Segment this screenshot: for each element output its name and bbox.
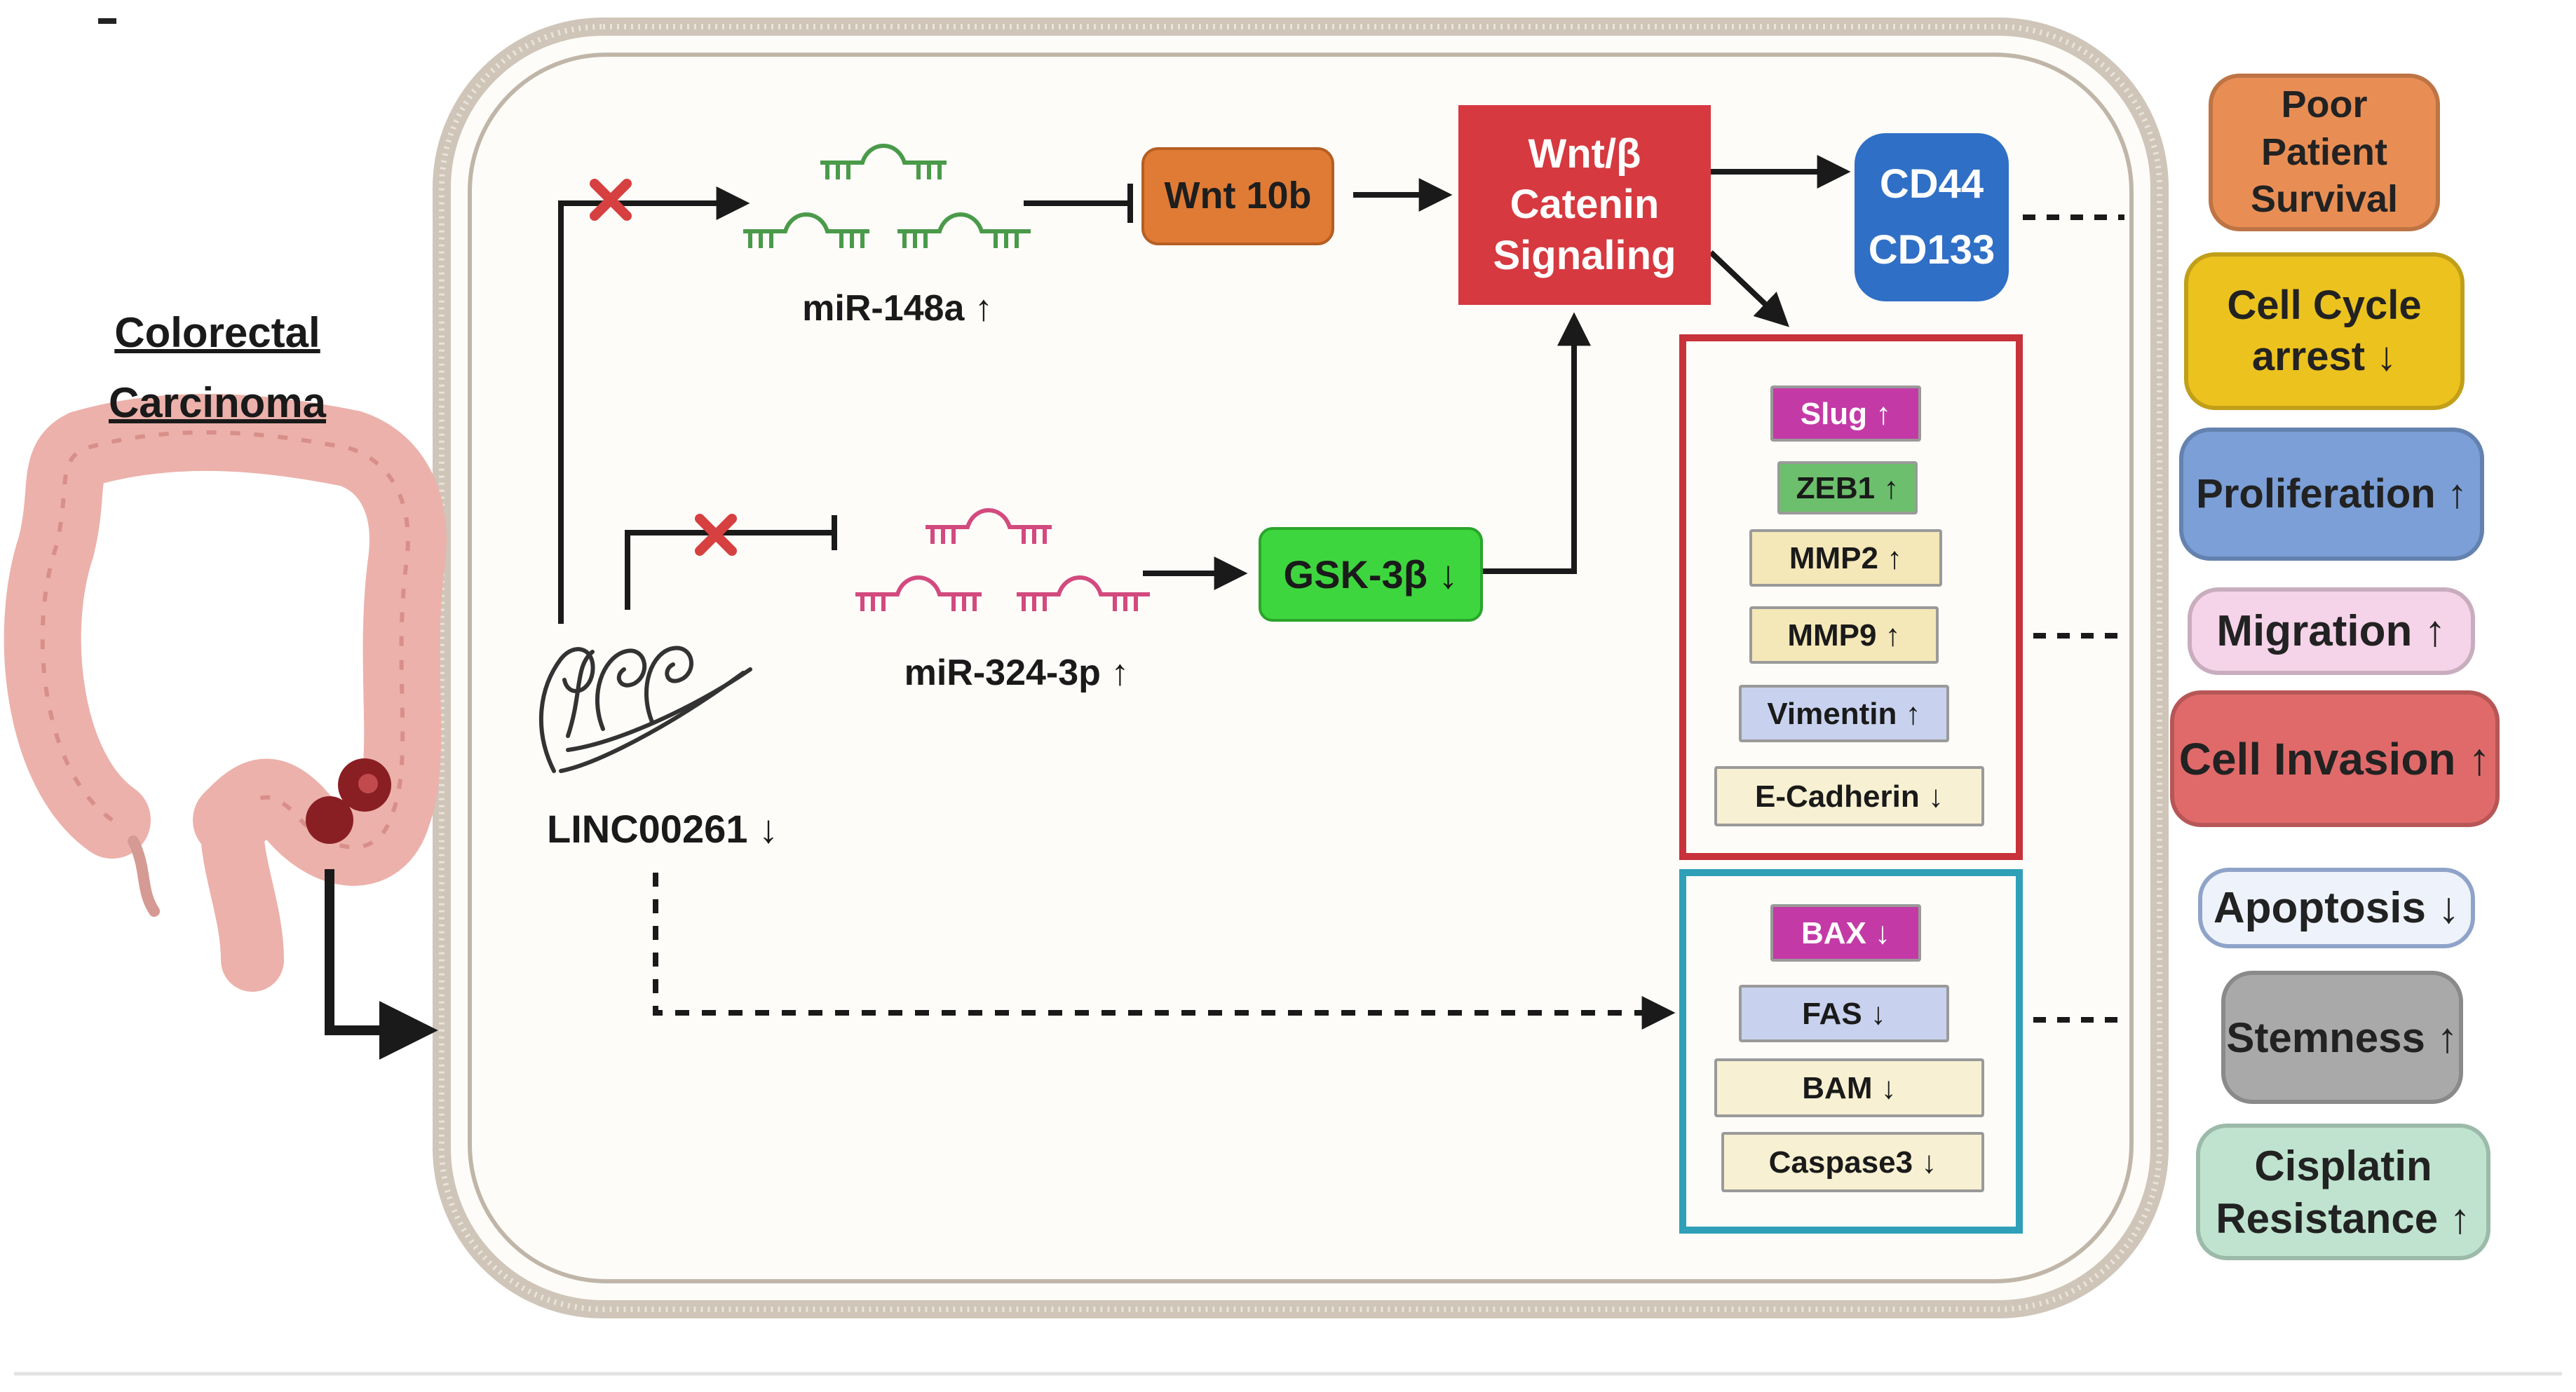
lncrna-to-mir148a-arrow xyxy=(558,186,750,624)
signaling-to-emt-arrow xyxy=(1709,250,1789,327)
mir148a-glyph xyxy=(743,144,1031,248)
inhibit-x-mir148a xyxy=(590,179,632,221)
outcome-cisplatin-resistance: Cisplatin Resistance ↑ xyxy=(2196,1124,2490,1260)
gsk3b-to-signaling-arrow xyxy=(1479,312,1591,574)
outcome-cell-cycle-line2: arrest ↓ xyxy=(2251,333,2397,379)
outcome-cell-cycle-line1: Cell Cycle xyxy=(2227,282,2422,328)
lncrna-to-apoptosis-dashed-arrow xyxy=(653,873,1676,1030)
outcome-poor-survival-line1: Poor Patient xyxy=(2260,83,2388,173)
cell-membrane xyxy=(433,18,2169,1318)
lncrna-structure xyxy=(538,646,752,773)
emt-marker-mmp2: MMP2 ↑ xyxy=(1749,529,1942,587)
gsk3b-node: GSK-3β ↓ xyxy=(1259,527,1483,622)
outcome-proliferation: Proliferation ↑ xyxy=(2179,428,2484,561)
wnt10b-node: Wnt 10b xyxy=(1141,147,1334,245)
apoptosis-marker-bax: BAX ↓ xyxy=(1770,904,1921,962)
wnt-signaling-line2: Catenin xyxy=(1510,182,1660,228)
mir324-glyph xyxy=(855,508,1150,611)
wnt-signaling-line3: Signaling xyxy=(1493,232,1676,278)
outcome-migration: Migration ↑ xyxy=(2188,587,2475,675)
outcome-apoptosis: Apoptosis ↓ xyxy=(2198,868,2475,948)
cd133-label: CD133 xyxy=(1868,227,1995,273)
apoptosis-marker-fas: FAS ↓ xyxy=(1739,985,1949,1042)
emt-marker-mmp9: MMP9 ↑ xyxy=(1749,606,1939,664)
outcome-poor-survival: Poor Patient Survival xyxy=(2209,74,2440,231)
emt-marker-vimentin: Vimentin ↑ xyxy=(1739,685,1949,742)
colon-to-cell-arrow xyxy=(325,869,438,1060)
lncrna-label: LINC00261 ↓ xyxy=(547,807,778,851)
emt-frame xyxy=(1679,334,2023,860)
emt-marker-slug: Slug ↑ xyxy=(1770,385,1921,442)
outcome-cell-cycle: Cell Cycle arrest ↓ xyxy=(2184,252,2465,410)
apoptosis-marker-bam: BAM ↓ xyxy=(1714,1058,1984,1117)
colon-illustration xyxy=(4,393,447,992)
colorectal-label-line2: Carcinoma xyxy=(108,379,327,426)
outcome-cisplatin-line2: Resistance ↑ xyxy=(2216,1194,2471,1242)
outcome-stemness: Stemness ↑ xyxy=(2221,971,2463,1104)
cd44-label: CD44 xyxy=(1879,161,1984,207)
wnt-signaling-node: Wnt/β Catenin Signaling xyxy=(1458,105,1711,305)
mir148a-label: miR-148a ↑ xyxy=(802,288,993,329)
outcome-cisplatin-line1: Cisplatin xyxy=(2254,1142,2432,1189)
corner-mark xyxy=(98,18,116,24)
inhibit-x-mir324 xyxy=(695,514,737,556)
outcome-poor-survival-line2: Survival xyxy=(2250,178,2399,221)
apoptosis-marker-caspase3: Caspase3 ↓ xyxy=(1721,1132,1984,1192)
mir324-label: miR-324-3p ↑ xyxy=(904,653,1130,693)
emt-marker-ecadherin: E-Cadherin ↓ xyxy=(1714,766,1984,826)
outcome-cell-invasion: Cell Invasion ↑ xyxy=(2170,690,2500,827)
wnt-signaling-line1: Wnt/β xyxy=(1528,130,1641,177)
colorectal-label-line1: Colorectal xyxy=(114,309,320,356)
lncrna-to-mir324-inhibit xyxy=(625,530,834,610)
emt-marker-zeb1: ZEB1 ↑ xyxy=(1777,461,1918,514)
cd-markers-node: CD44 CD133 xyxy=(1855,133,2009,301)
apoptosis-frame xyxy=(1679,869,2023,1234)
